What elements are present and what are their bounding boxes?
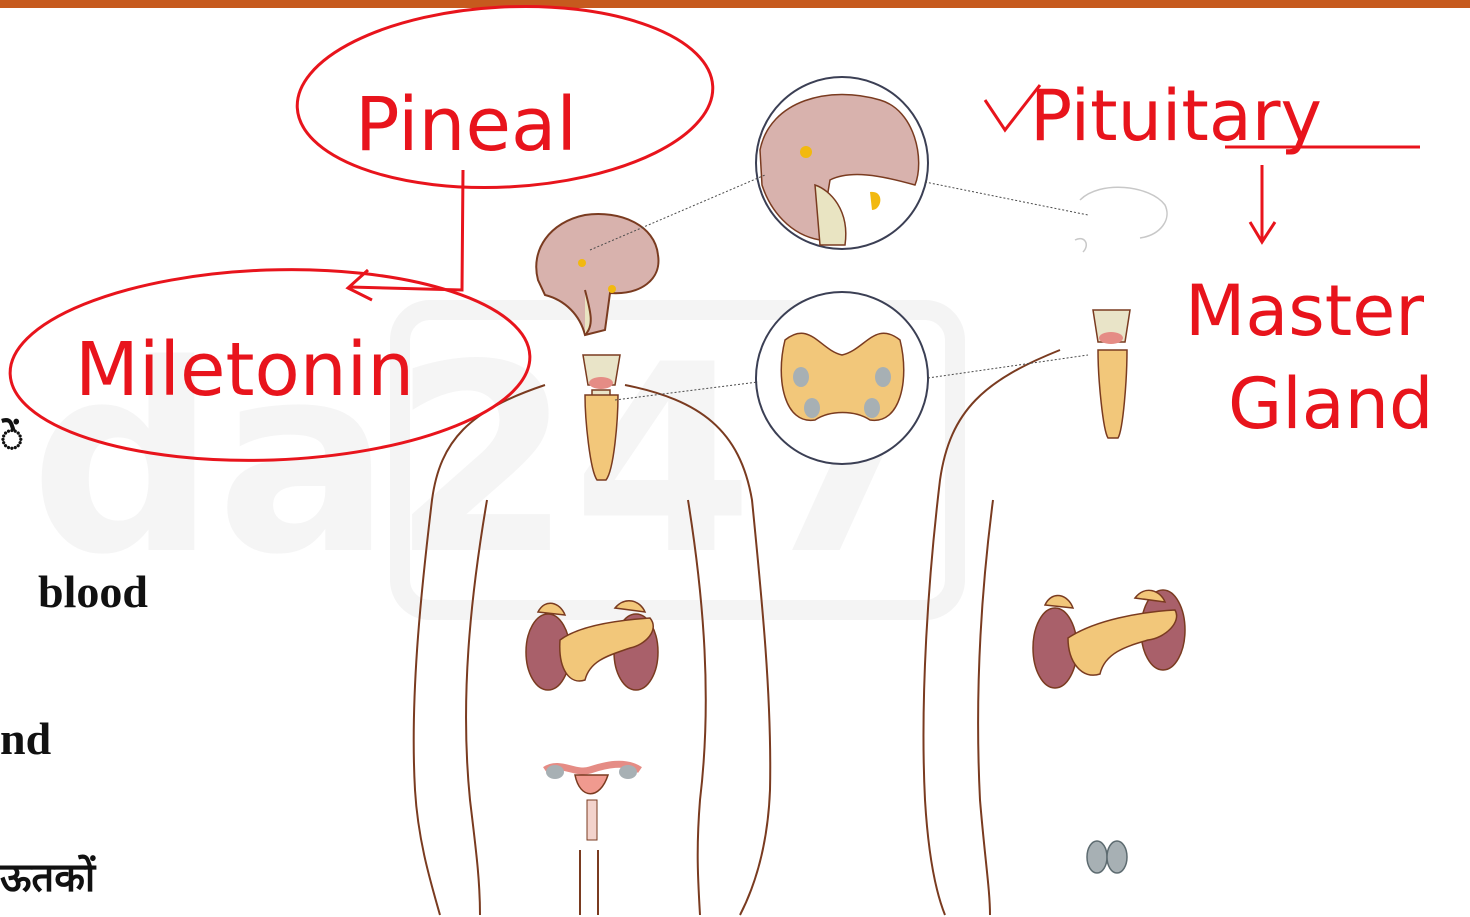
thyroid-zoom-icon bbox=[756, 292, 928, 464]
annotation-pituitary: Pituitary bbox=[1030, 75, 1322, 157]
annotation-pineal: Pineal bbox=[355, 82, 577, 168]
annotation-miletonin: Miletonin bbox=[75, 327, 414, 413]
annotation-gland: Gland bbox=[1228, 363, 1433, 445]
pancreas-kidney-left bbox=[526, 601, 658, 690]
pituitary-zoom-icon bbox=[756, 77, 928, 249]
uterus-icon bbox=[545, 764, 640, 840]
brain-icon bbox=[536, 214, 658, 335]
thyroid-icon-right bbox=[1093, 310, 1130, 438]
pituitary-outline-icon bbox=[1075, 187, 1167, 252]
testes-icon bbox=[1087, 841, 1127, 873]
thyroid-icon bbox=[583, 355, 620, 480]
pancreas-kidney-right bbox=[1033, 590, 1185, 688]
annotation-master: Master bbox=[1185, 270, 1424, 352]
